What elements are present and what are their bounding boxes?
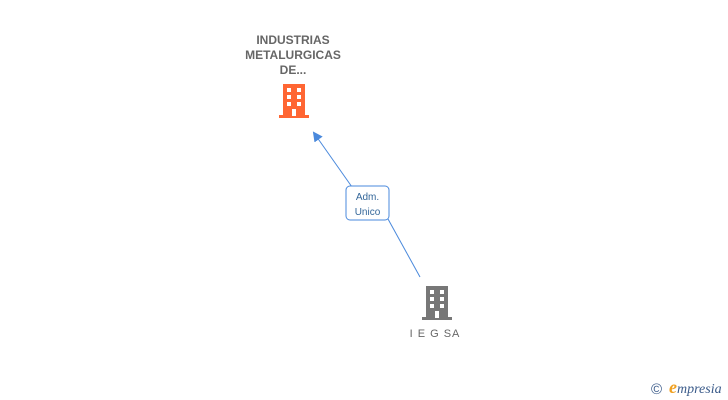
brand-logo: empresia [669,377,722,397]
edge-line-upper [312,131,353,188]
role-label-box[interactable] [345,185,390,221]
target-company-node[interactable]: INDUSTRIAS METALURGICAS DE... [245,33,341,118]
target-company-label-line-2: METALURGICAS [245,48,341,62]
brand-watermark: © empresia [651,377,722,398]
role-label-line-2: Unico [355,207,381,218]
brand-initial: e [669,377,677,397]
edge-line-lower [387,218,421,278]
relationship-edge: Adm. Unico [312,131,421,278]
brand-name: mpresia [677,382,722,397]
building-icon[interactable] [422,286,452,320]
target-company-label-line-1: INDUSTRIAS [256,33,329,47]
edge-role-label[interactable]: Adm. Unico [345,185,390,221]
building-icon[interactable] [279,84,309,118]
source-company-label: I E G SA [410,328,461,340]
copyright-icon: © [651,381,662,398]
role-label-line-1: Adm. [356,192,379,203]
target-company-label-line-3: DE... [280,63,307,77]
source-company-node[interactable]: I E G SA [410,286,461,340]
